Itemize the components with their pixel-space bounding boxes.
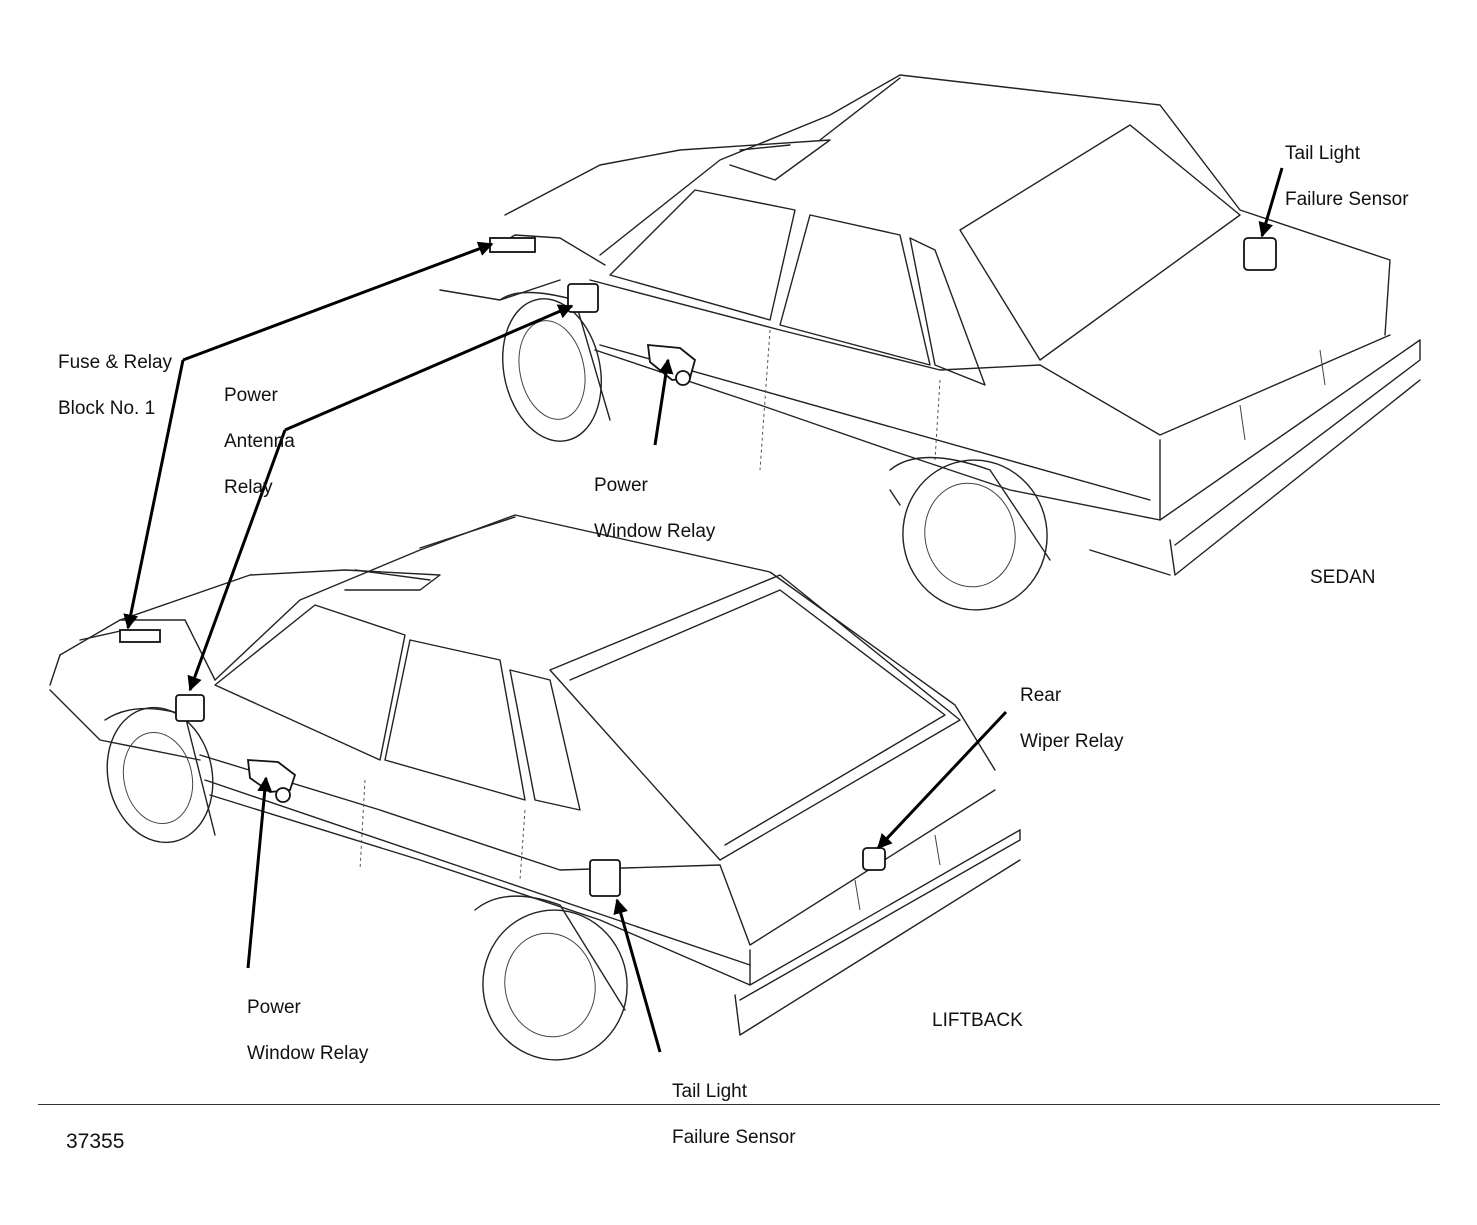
liftback-car-outline bbox=[49, 514, 1021, 1061]
figure-number: 37355 bbox=[66, 1130, 125, 1153]
liftback-tail-sensor-leader bbox=[613, 898, 662, 1053]
rear-wiper-relay-component bbox=[862, 847, 886, 871]
rear-wiper-relay-leader bbox=[876, 710, 1008, 850]
liftback-power-antenna-relay-component bbox=[175, 694, 205, 722]
power-antenna-relay-label: Power Antenna Relay bbox=[224, 385, 295, 498]
sedan-tail-sensor-leader bbox=[1258, 167, 1284, 238]
power-antenna-relay-component bbox=[567, 283, 599, 313]
liftback-power-window-relay-label: Power Window Relay bbox=[247, 997, 369, 1064]
sedan-window-relay-leader bbox=[653, 358, 674, 446]
liftback-components bbox=[119, 629, 886, 897]
leader-lines bbox=[123, 167, 1284, 1053]
liftback-fuse-relay-block-component bbox=[119, 629, 161, 643]
liftback-power-window-relay-component bbox=[246, 759, 297, 793]
liftback-caption: LIFTBACK bbox=[932, 1010, 1023, 1031]
sedan-tail-light-sensor-component bbox=[1243, 237, 1277, 271]
sedan-power-window-relay-label: Power Window Relay bbox=[594, 475, 716, 542]
sedan-car-outline bbox=[439, 74, 1421, 611]
liftback-tail-light-sensor-label: Tail Light Failure Sensor bbox=[672, 1081, 796, 1148]
sedan-tail-light-sensor-label: Tail Light Failure Sensor bbox=[1285, 143, 1409, 210]
rear-wiper-relay-label: Rear Wiper Relay bbox=[1020, 685, 1124, 752]
sedan-components bbox=[489, 237, 1277, 386]
fuse-relay-leader-to-liftback bbox=[123, 359, 185, 630]
liftback-window-relay-leader bbox=[246, 776, 273, 969]
fuse-relay-block-component bbox=[489, 237, 536, 253]
antenna-relay-leader-to-sedan bbox=[284, 304, 574, 432]
figure-divider bbox=[38, 1104, 1440, 1105]
fuse-relay-block-label: Fuse & Relay Block No. 1 bbox=[58, 352, 173, 419]
liftback-tail-light-sensor-component bbox=[589, 859, 621, 897]
sedan-caption: SEDAN bbox=[1310, 567, 1376, 588]
fuse-relay-leader-to-sedan bbox=[182, 241, 494, 362]
antenna-relay-leader-to-liftback bbox=[187, 429, 287, 692]
